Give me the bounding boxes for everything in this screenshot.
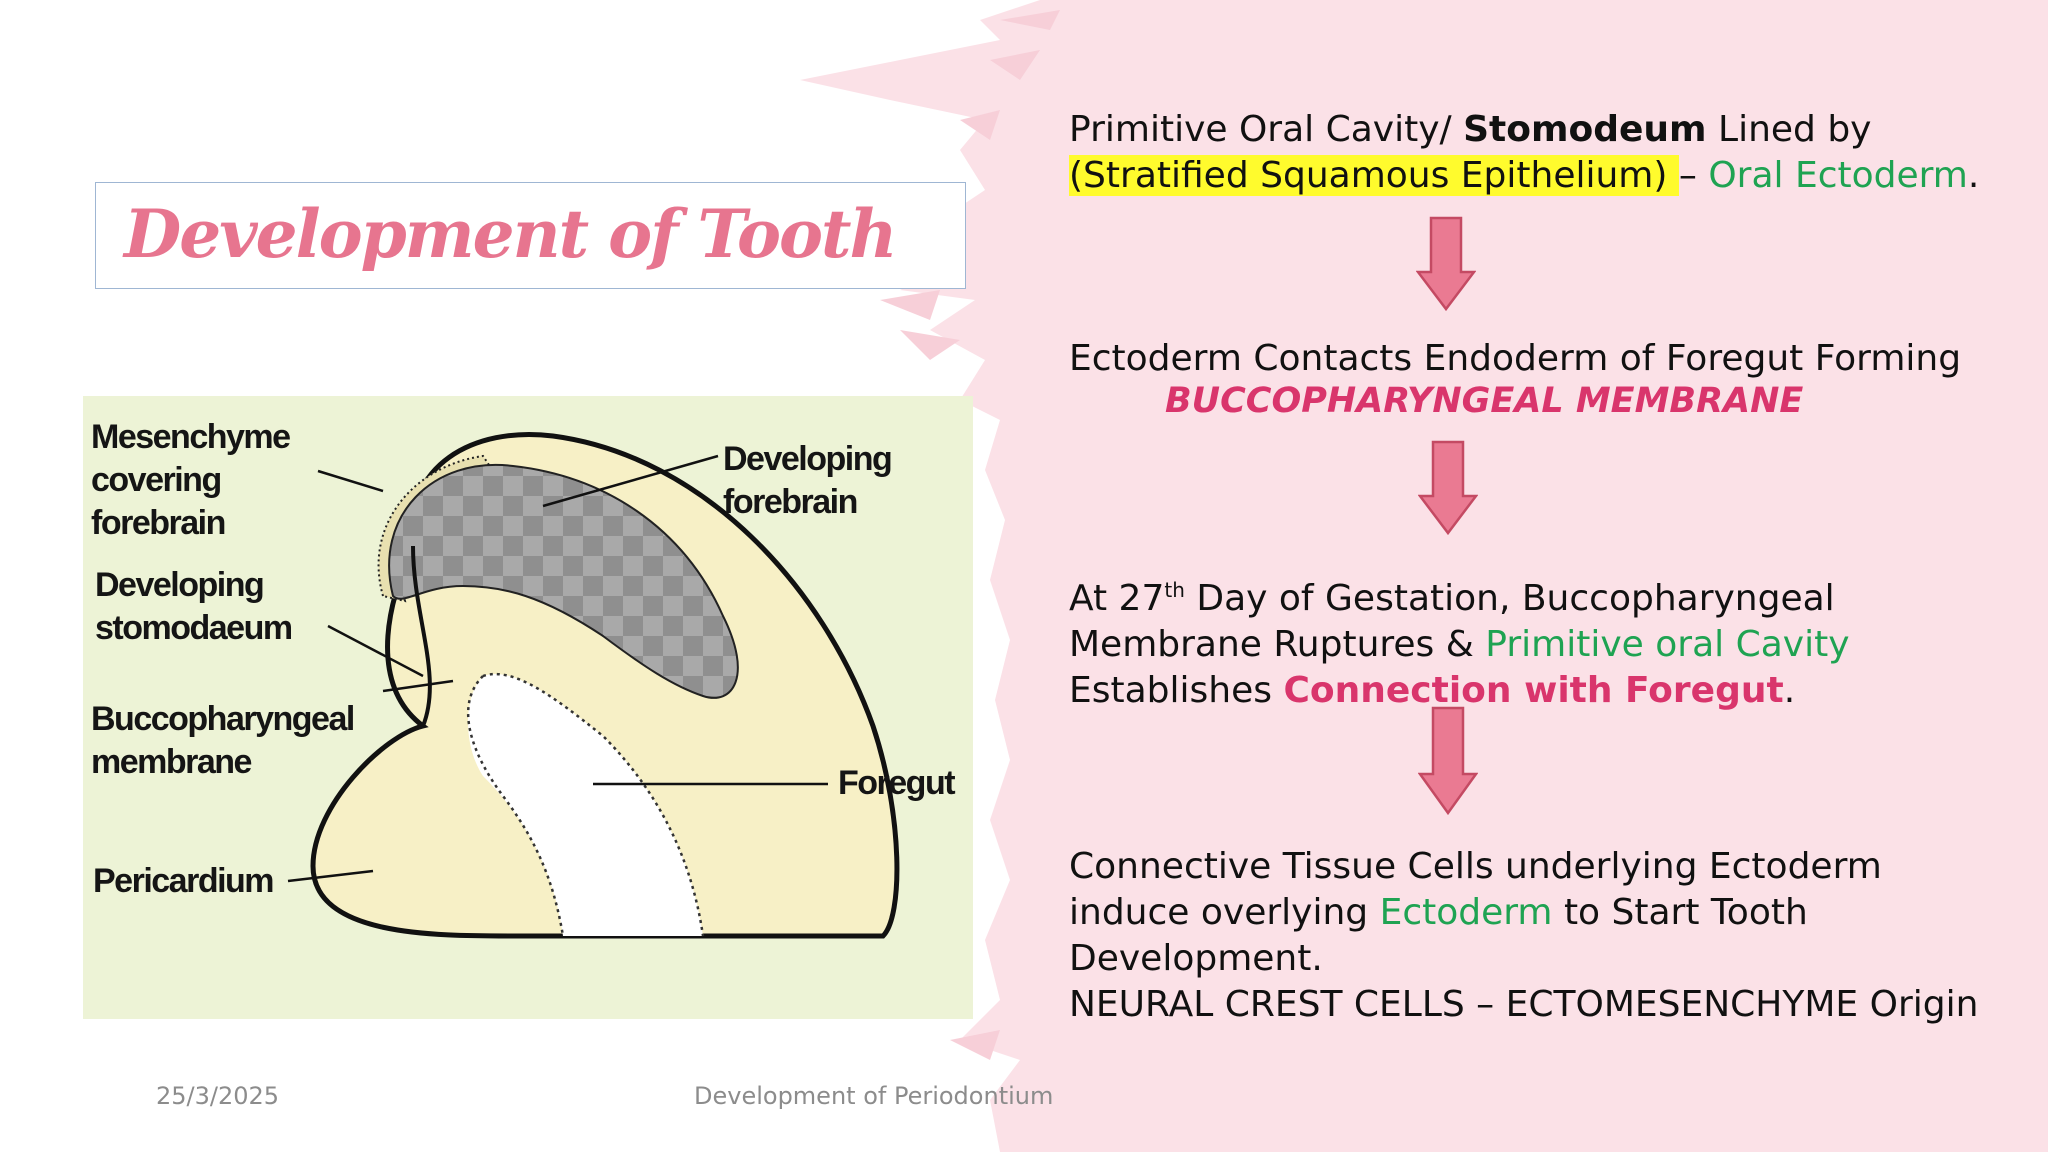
label-mesenchyme: Mesenchyme covering forebrain: [91, 418, 291, 542]
slide-title: Development of Tooth: [124, 195, 898, 273]
step-3-text: At 27th Day of Gestation, Buccopharyngea…: [1069, 578, 1850, 711]
label-foregut: Foregut: [838, 764, 956, 802]
label-buccopharyngeal-membrane: Buccopharyngeal membrane: [91, 700, 355, 781]
arrow-down-icon: [1418, 706, 1478, 816]
label-forebrain: Developing forebrain: [723, 440, 893, 521]
embryo-diagram: Mesenchyme covering forebrain Developing…: [83, 396, 973, 1019]
label-stomodaeum: Developing stomodaeum: [95, 566, 293, 647]
buccopharyngeal-membrane-term: BUCCOPHARYNGEAL MEMBRANE: [1165, 381, 1804, 421]
footer-title: Development of Periodontium: [694, 1082, 1054, 1110]
step-1-text: Primitive Oral Cavity/ Stomodeum Lined b…: [1069, 109, 1980, 196]
label-pericardium: Pericardium: [93, 862, 275, 900]
footer-date: 25/3/2025: [156, 1082, 280, 1110]
step-2-text: Ectoderm Contacts Endoderm of Foregut Fo…: [1069, 338, 1962, 379]
embryo-diagram-drawing: [83, 396, 973, 1019]
step-4-text: Connective Tissue Cells underlying Ectod…: [1069, 846, 1979, 1025]
arrow-down-icon: [1416, 216, 1476, 312]
title-box: Development of Tooth: [95, 182, 966, 289]
highlighted-epithelium: (Stratified Squamous Epithelium): [1069, 155, 1679, 196]
arrow-down-icon: [1418, 440, 1478, 536]
